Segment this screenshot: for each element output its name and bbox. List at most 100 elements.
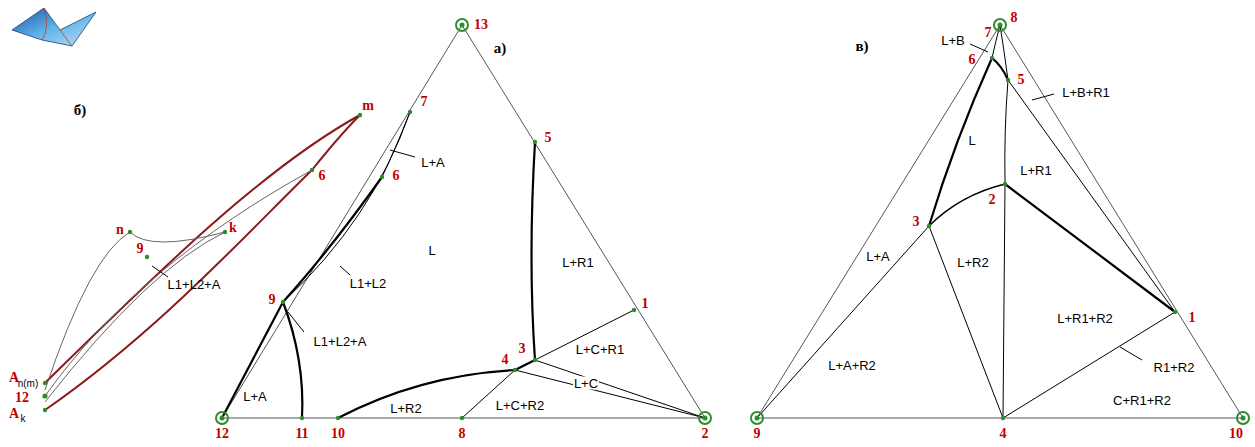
phase-region-label: R1+R2 (1154, 361, 1195, 374)
point-number: 10 (1229, 427, 1243, 441)
surface-section (45, 232, 225, 402)
point-marker (1001, 416, 1005, 420)
point-number: 8 (1011, 11, 1018, 25)
vertex-marker (216, 412, 228, 424)
point-number: 8 (459, 427, 466, 441)
point-number: n (116, 223, 124, 237)
leader-line (970, 44, 988, 52)
leader-line (152, 266, 168, 277)
vertex-marker (751, 412, 763, 424)
phase-region-label: L+C+R2 (496, 399, 544, 412)
point-number: 9 (137, 242, 144, 256)
point-marker (42, 393, 47, 398)
point-marker (223, 230, 227, 234)
point-marker (533, 140, 537, 144)
phase-region-label: L+A (421, 156, 445, 169)
point-number: 5 (1018, 73, 1025, 87)
logo-surface (12, 8, 96, 46)
phase-region-label: L+C+R1 (576, 343, 624, 356)
tie-line (1008, 80, 1175, 312)
tie-line (929, 226, 1003, 418)
point-number: 4 (502, 353, 509, 367)
vertex-marker (220, 416, 225, 421)
surface-section (130, 232, 225, 242)
point-number: 3 (519, 342, 526, 356)
point-number: 9 (754, 427, 761, 441)
phase-boundary (283, 302, 302, 418)
phase-boundary (222, 302, 283, 418)
phase-region-label: L1+L2 (350, 277, 387, 290)
phase-boundary (1005, 80, 1008, 184)
vertex-marker (703, 416, 708, 421)
point-number: 12 (15, 391, 29, 405)
point-marker (1173, 310, 1177, 314)
triangle-outline (222, 25, 705, 418)
phase-region-label: L (428, 244, 435, 257)
point-number: 11 (295, 427, 308, 441)
phase-region-label: C+R1+R2 (1113, 394, 1171, 407)
point-marker (380, 175, 384, 179)
point-number: m (362, 99, 374, 113)
surface-section (45, 170, 312, 410)
point-marker (128, 230, 132, 234)
point-number: 9 (269, 293, 276, 307)
point-number: 5 (545, 131, 552, 145)
point-number: A (9, 407, 19, 421)
surface-section (45, 170, 312, 396)
tie-line (1003, 312, 1175, 418)
panel-letter: в) (855, 39, 868, 54)
leader-line (390, 150, 415, 157)
phase-region-label: L+B+R1 (1062, 86, 1110, 99)
phase-region-label: L+R1 (562, 256, 593, 269)
panel-v-lines (757, 25, 1243, 418)
vertex-marker (699, 412, 711, 424)
point-number: k (229, 221, 237, 235)
point-markers (927, 56, 1177, 420)
phase-boundary (283, 112, 410, 302)
point-number: A (9, 371, 19, 385)
tie-line (757, 226, 929, 418)
panel-b-lines (45, 115, 360, 410)
vertex-marker (994, 19, 1006, 31)
phase-boundary (929, 58, 992, 226)
surface-section (45, 232, 130, 390)
phase-boundary (1000, 25, 1008, 80)
point-marker (460, 416, 464, 420)
leader-line (288, 312, 304, 332)
phase-region-label: L+R1+R2 (1057, 312, 1113, 325)
phase-region-label: L+A (866, 250, 890, 263)
point-number: 2 (989, 193, 996, 207)
vertex-marker (460, 23, 465, 28)
point-number: 1 (1189, 311, 1196, 325)
point-markers (281, 110, 636, 420)
point-number: 13 (474, 18, 488, 32)
point-marker (358, 113, 362, 117)
point-number: 7 (985, 26, 992, 40)
point-number: 7 (421, 95, 428, 109)
leader-line (1120, 347, 1142, 360)
phase-boundary (515, 360, 535, 370)
point-number: 10 (331, 427, 345, 441)
surface-section (312, 115, 360, 170)
leader-line (1032, 94, 1054, 100)
vertex-marker (1237, 412, 1249, 424)
tie-line (535, 310, 634, 360)
subscript-index: n(m) (18, 379, 39, 389)
vertex-marker (456, 19, 468, 31)
triangle-outline (757, 25, 1243, 418)
tie-line (535, 360, 705, 418)
logo-surface-line (42, 8, 72, 46)
point-number: 3 (913, 215, 920, 229)
phase-boundary (929, 184, 1005, 226)
phase-region-label: L+A+R2 (828, 359, 876, 372)
point-marker (990, 56, 994, 60)
panel-letter: а) (494, 41, 507, 56)
point-number: 6 (393, 169, 400, 183)
point-number: 1 (642, 297, 649, 311)
point-marker (281, 300, 285, 304)
panel-a-lines (222, 25, 705, 418)
vertex-marker (998, 23, 1003, 28)
phase-boundary (532, 142, 536, 360)
